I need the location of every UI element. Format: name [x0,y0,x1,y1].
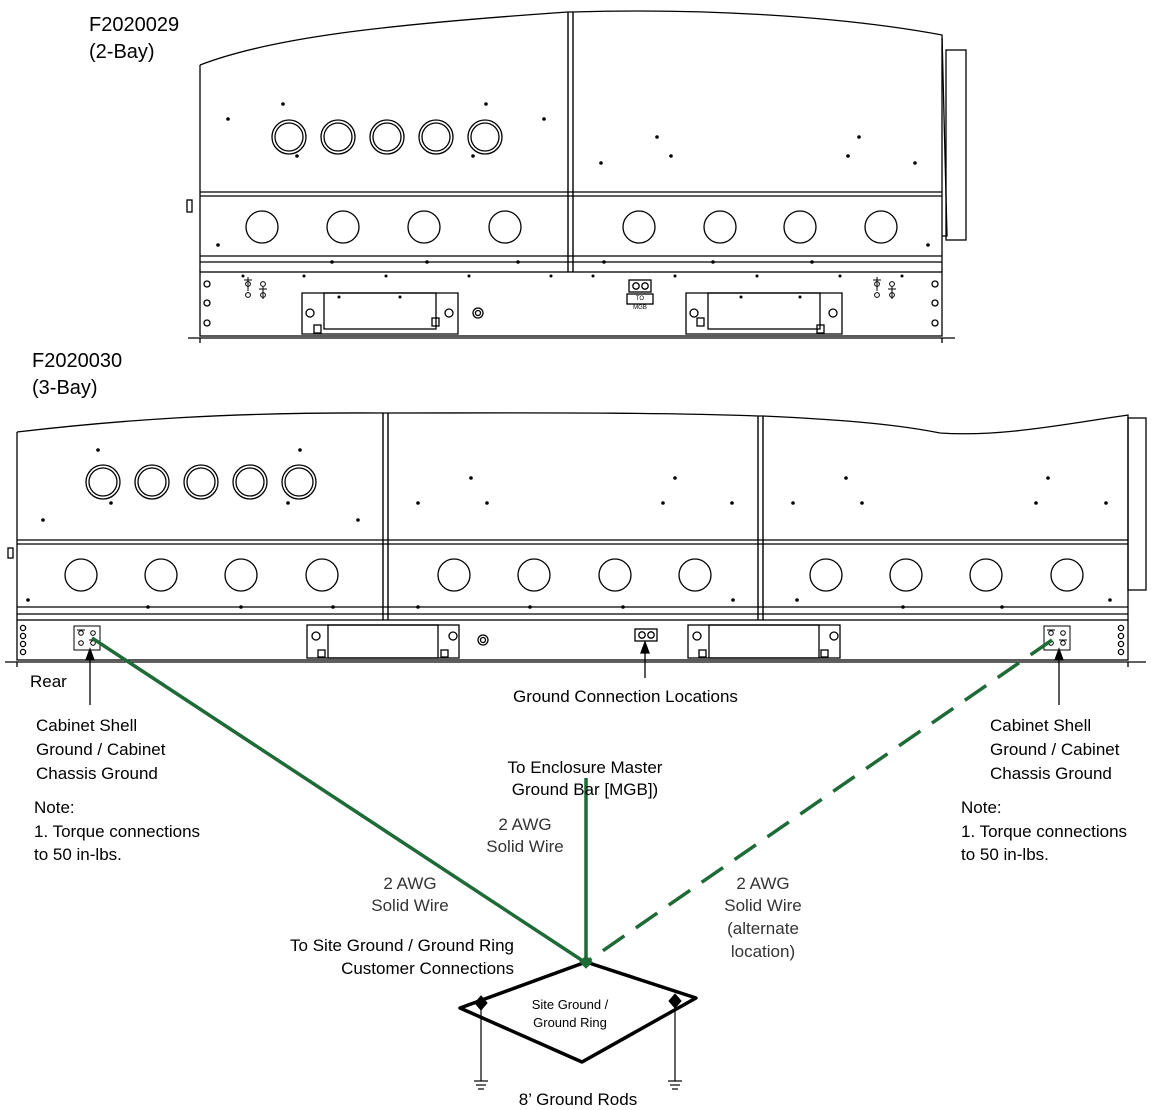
to-mgb-line-1: To Enclosure Master [507,758,663,777]
to-site-ground-line-2: Customer Connections [341,959,514,978]
cabinet-ground-left-line-2: Ground / Cabinet [36,740,166,759]
cabinet-ground-right-line-2: Ground / Cabinet [990,740,1120,759]
site-ground-ring-label-2: Ground Ring [533,1015,607,1030]
note-left-line-1: 1. Torque connections [34,822,201,841]
cabinet-ground-right-line-3: Chassis Ground [990,764,1112,783]
model-id-three-bay: F2020030 [32,350,123,372]
site-ground-ring [458,955,698,1090]
ground-connection-locations-label: Ground Connection Locations [513,687,738,706]
note-right-line-1: 1. Torque connections [961,822,1128,841]
cabinet-ground-left-line-3: Chassis Ground [36,764,158,783]
cabinet-ground-right-line-1: Cabinet Shell [990,716,1092,735]
to-mgb-tag: TO MGB [633,296,647,311]
wire-left [91,636,584,963]
model-bays-three-bay: (3-Bay) [32,377,98,399]
three-bay-cabinet [5,412,1147,667]
wire-left-label-1: 2 AWG [383,874,437,893]
ground-rods [474,1001,682,1090]
to-mgb-line-2: Ground Bar [MGB]) [511,780,659,799]
wire-mgb-label-1: 2 AWG [498,815,552,834]
two-bay-cabinet [186,10,967,343]
wire-right-label-4: location) [730,942,796,961]
to-site-ground-line-1: To Site Ground / Ground Ring [290,936,514,955]
ground-wires [91,636,1053,963]
ground-rods-label: 8’ Ground Rods [518,1090,638,1109]
note-right-title: Note: [961,798,1002,817]
wire-left-label-2: Solid Wire [371,896,449,915]
model-id-two-bay: F2020029 [89,14,180,36]
wire-right-label-1: 2 AWG [736,874,790,893]
site-ground-ring-label-1: Site Ground / [531,997,609,1012]
cabinet-ground-left-line-1: Cabinet Shell [36,716,138,735]
note-right-line-2: to 50 in-lbs. [961,845,1049,864]
wire-mgb-label-2: Solid Wire [486,837,564,856]
wire-right-label-3: (alternate [727,919,799,938]
wire-right-alternate [587,638,1053,963]
pointer-arrows [85,640,1064,705]
wire-right-label-2: Solid Wire [724,896,802,915]
model-bays-two-bay: (2-Bay) [89,41,155,63]
note-left-title: Note: [34,798,75,817]
note-left-line-2: to 50 in-lbs. [34,845,122,864]
rear-label: Rear [30,672,67,691]
